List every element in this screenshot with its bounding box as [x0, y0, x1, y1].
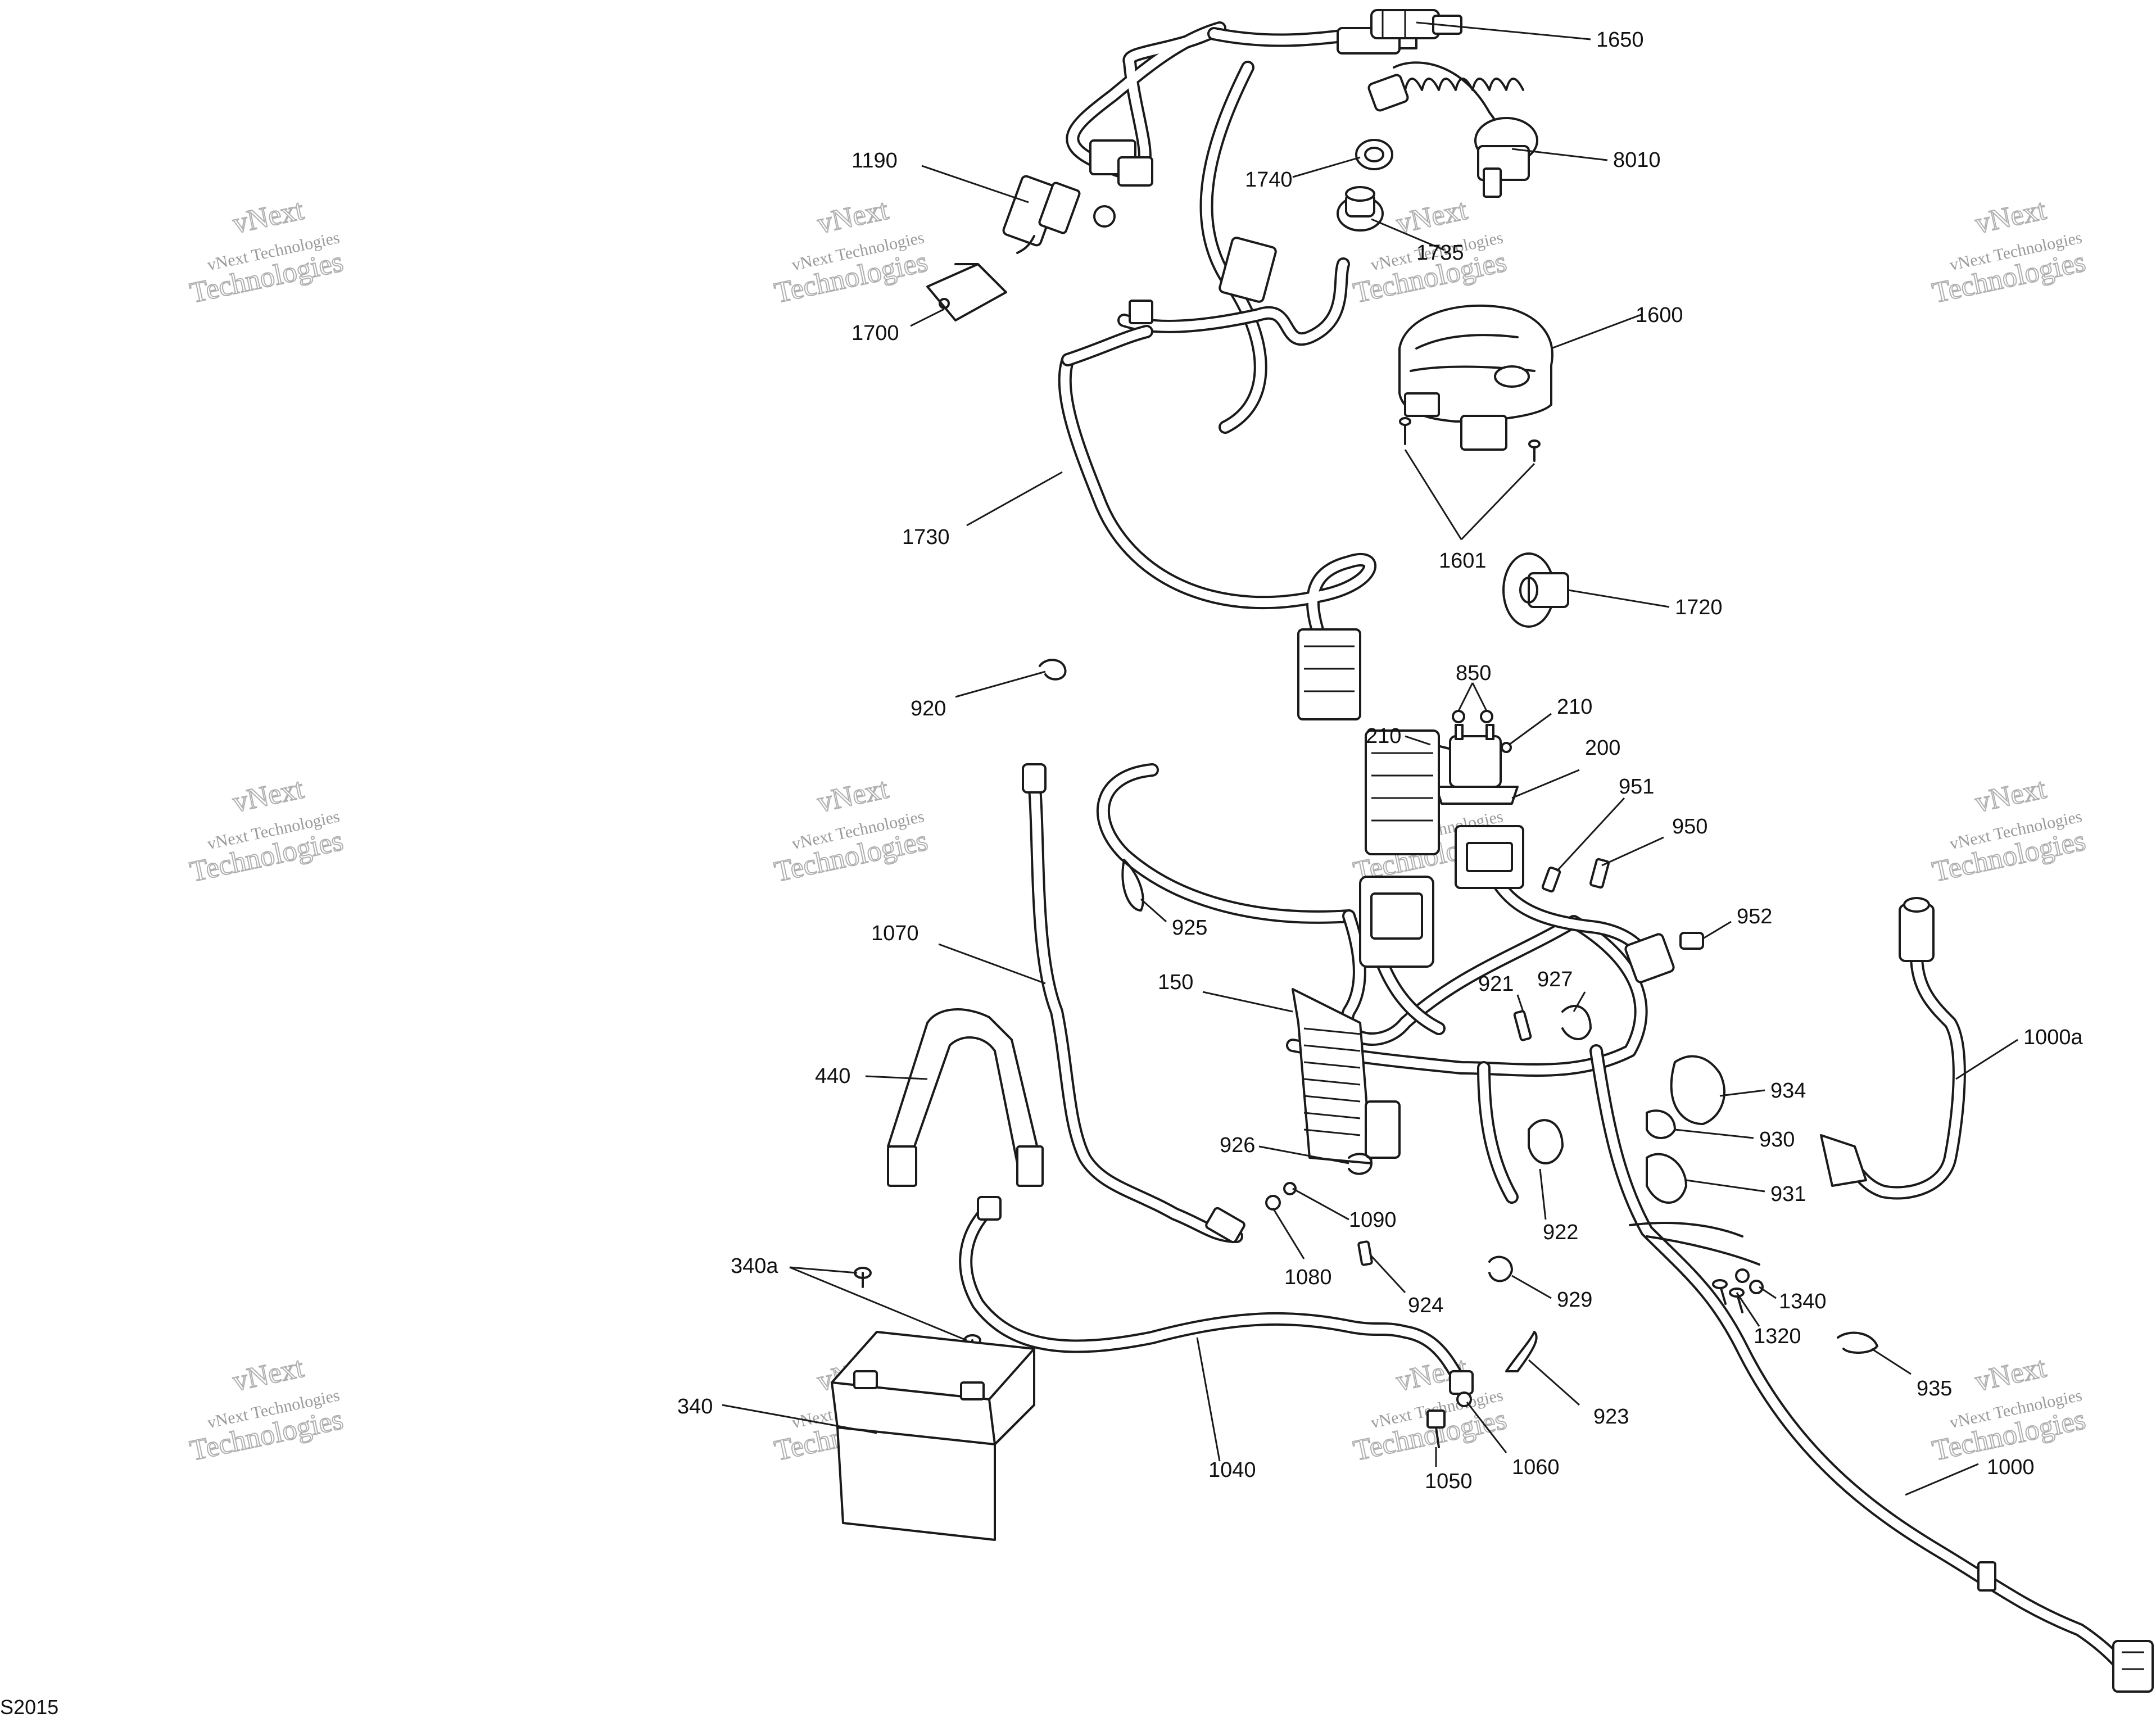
- part-922-cable-tie: [1477, 1061, 1564, 1204]
- callout-951: 951: [1619, 775, 1654, 799]
- part-440-battery-strap: [887, 1008, 1044, 1187]
- part-200-solenoid: [1435, 724, 1519, 805]
- part-1720-grommet: [1502, 552, 1569, 628]
- part-1070-cable: [1022, 763, 1245, 1244]
- part-1600-gauge-cluster: [1398, 304, 1553, 451]
- callout-1060: 1060: [1512, 1456, 1560, 1479]
- callout-922: 922: [1543, 1221, 1578, 1244]
- part-1190-connector: [1002, 175, 1081, 254]
- callout-340a: 340a: [731, 1254, 778, 1278]
- callout-labels: 1650 8010 1190 1740 1735 1700 1600 1730 …: [677, 28, 2083, 1493]
- callout-921: 921: [1478, 972, 1514, 996]
- callout-950: 950: [1672, 815, 1707, 838]
- callout-340: 340: [677, 1395, 713, 1418]
- callout-934: 934: [1770, 1079, 1806, 1103]
- callout-1740: 1740: [1245, 168, 1293, 192]
- callout-1320: 1320: [1754, 1325, 1801, 1348]
- part-934-seal: [1670, 1055, 1725, 1125]
- callout-929: 929: [1557, 1288, 1592, 1312]
- callout-850: 850: [1456, 661, 1491, 685]
- part-1050-bolt: [1426, 1409, 1446, 1448]
- callout-1650: 1650: [1596, 28, 1644, 52]
- callout-8010: 8010: [1613, 148, 1661, 172]
- leader-lines: [722, 21, 2018, 1496]
- callout-1340: 1340: [1779, 1290, 1827, 1313]
- callout-1720: 1720: [1675, 596, 1723, 619]
- callout-930: 930: [1759, 1128, 1795, 1152]
- part-927-clamp: [1561, 1005, 1592, 1040]
- part-952-fuse: [1679, 932, 1704, 950]
- part-1601-screw: [1399, 417, 1541, 462]
- part-1090-nut: [1283, 1182, 1297, 1195]
- callout-150: 150: [1158, 971, 1193, 994]
- callout-1601: 1601: [1439, 549, 1487, 573]
- callout-952: 952: [1737, 905, 1772, 928]
- callout-924: 924: [1408, 1294, 1443, 1317]
- callout-935: 935: [1917, 1377, 1952, 1400]
- part-926-clamp: [1348, 1153, 1373, 1175]
- part-1730-upper-harness: [1058, 21, 1417, 720]
- callout-1000a: 1000a: [2023, 1026, 2083, 1049]
- callout-1000: 1000: [1987, 1456, 2035, 1479]
- part-150-voltage-regulator: [1292, 988, 1401, 1164]
- part-1700-sensor: [926, 263, 1007, 321]
- part-935-clamp: [1837, 1331, 1878, 1354]
- part-1040-cable: [959, 1196, 1474, 1395]
- part-950-fuse: [1589, 858, 1610, 889]
- callout-1190: 1190: [851, 149, 898, 173]
- diagram-code: 09S2015: [0, 1696, 58, 1718]
- callout-925: 925: [1172, 916, 1207, 940]
- callout-1735: 1735: [1416, 241, 1464, 265]
- callout-920: 920: [911, 697, 946, 720]
- part-1340-washer: [1735, 1268, 1764, 1294]
- part-1740-grommet: [1355, 139, 1393, 170]
- part-920-clip: [1039, 659, 1067, 681]
- part-924-screw: [1357, 1240, 1373, 1266]
- part-1000a-sensor-cable: [1820, 897, 1966, 1200]
- callout-1700: 1700: [851, 321, 899, 345]
- callout-210b: 210: [1557, 695, 1592, 719]
- callout-1090: 1090: [1349, 1208, 1397, 1232]
- callout-1600: 1600: [1636, 303, 1683, 327]
- callout-923: 923: [1593, 1405, 1629, 1429]
- part-923-cable-strap: [1505, 1331, 1538, 1372]
- callout-440: 440: [815, 1064, 850, 1088]
- callout-931: 931: [1770, 1182, 1806, 1206]
- callout-926: 926: [1220, 1134, 1255, 1157]
- callout-200: 200: [1585, 736, 1620, 760]
- callout-1070: 1070: [871, 922, 919, 945]
- part-931-seal: [1646, 1153, 1687, 1204]
- part-8010-coiled-cord: [1367, 61, 1538, 198]
- callout-927: 927: [1537, 968, 1573, 991]
- part-921-cable-tie: [1513, 1010, 1532, 1041]
- callout-210a: 210: [1366, 724, 1401, 748]
- part-925-cable-tie: [1121, 859, 1144, 912]
- part-1080-nut: [1265, 1195, 1281, 1211]
- callout-1080: 1080: [1284, 1266, 1332, 1289]
- callout-1050: 1050: [1425, 1470, 1473, 1493]
- part-340-battery: [831, 1331, 1035, 1541]
- part-1735-switch: [1337, 186, 1384, 232]
- part-951-fuse: [1541, 866, 1561, 893]
- part-929-clamp: [1488, 1255, 1513, 1282]
- callout-1730: 1730: [902, 525, 950, 549]
- callout-1040: 1040: [1208, 1458, 1256, 1482]
